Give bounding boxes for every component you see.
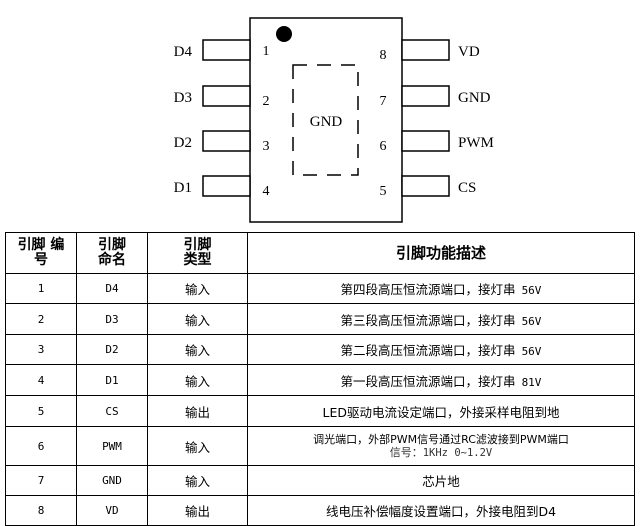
pin-pad-7 bbox=[401, 85, 450, 107]
cell-pin-description: LED驱动电流设定端口，外接采样电阻到地 bbox=[247, 395, 635, 427]
pin-number: 7 bbox=[380, 94, 387, 109]
cell-pin-name: CS bbox=[76, 395, 148, 427]
cell-pin-type: 输入 bbox=[147, 303, 248, 335]
pin-pad-5 bbox=[401, 175, 450, 197]
pin-pad-8 bbox=[401, 39, 450, 61]
cell-pin-type: 输入 bbox=[147, 465, 248, 496]
left-pins: D4 D3 D2 D1 1 2 3 4 bbox=[174, 39, 270, 199]
cell-pin-name: GND bbox=[76, 465, 148, 496]
table-row: 5 CS 输出 LED驱动电流设定端口，外接采样电阻到地 bbox=[5, 395, 635, 427]
pin-number: 8 bbox=[380, 48, 387, 63]
pin-pad-1 bbox=[202, 39, 251, 61]
cell-pin-description: 线电压补偿幅度设置端口，外接电阻到D4 bbox=[247, 495, 635, 526]
cell-pin-description: 调光端口，外部PWM信号通过RC滤波接到PWM端口 信号：1KHz 0~1.2V bbox=[247, 426, 635, 466]
cell-pin-name: VD bbox=[76, 495, 148, 526]
cell-pin-number: 5 bbox=[5, 395, 77, 427]
pin-description-table: 引脚 编 号 引脚 命名 引脚 类型 引脚功能描述 1 D4 输入 第四段高压恒… bbox=[5, 232, 635, 526]
pin-name-right: CS bbox=[458, 180, 476, 196]
cell-pin-type: 输入 bbox=[147, 426, 248, 466]
exposed-pad-label: GND bbox=[310, 114, 343, 130]
pin-number: 5 bbox=[380, 184, 387, 199]
header-pin-description: 引脚功能描述 bbox=[247, 232, 635, 274]
pin-name-left: D1 bbox=[174, 180, 192, 196]
cell-pin-name: D3 bbox=[76, 303, 148, 335]
pin-number: 1 bbox=[263, 44, 270, 59]
pin-number: 6 bbox=[380, 139, 387, 154]
table-row: 8 VD 输出 线电压补偿幅度设置端口，外接电阻到D4 bbox=[5, 495, 635, 526]
cell-pin-type: 输入 bbox=[147, 273, 248, 304]
table-header-row: 引脚 编 号 引脚 命名 引脚 类型 引脚功能描述 bbox=[5, 232, 635, 274]
pin-name-right: GND bbox=[458, 90, 491, 106]
pin-name-right: VD bbox=[458, 44, 480, 60]
cell-pin-number: 2 bbox=[5, 303, 77, 335]
table-row: 6 PWM 输入 调光端口，外部PWM信号通过RC滤波接到PWM端口 信号：1K… bbox=[5, 426, 635, 466]
cell-pin-number: 8 bbox=[5, 495, 77, 526]
cell-pin-number: 7 bbox=[5, 465, 77, 496]
cell-pin-number: 3 bbox=[5, 334, 77, 365]
pin1-marker-dot bbox=[276, 26, 292, 42]
pin-number: 4 bbox=[263, 184, 270, 199]
pin-pad-6 bbox=[401, 130, 450, 152]
pin-pad-2 bbox=[202, 85, 251, 107]
header-pin-number: 引脚 编 号 bbox=[5, 232, 77, 274]
chip-body bbox=[249, 17, 403, 223]
chip-pinout-diagram: GND D4 D3 D2 D1 1 2 3 4 VD GND PWM CS 8 … bbox=[174, 17, 494, 223]
cell-pin-type: 输入 bbox=[147, 334, 248, 365]
cell-pin-name: PWM bbox=[76, 426, 148, 466]
cell-pin-type: 输出 bbox=[147, 395, 248, 427]
pin-number: 2 bbox=[263, 94, 270, 109]
cell-pin-type: 输出 bbox=[147, 495, 248, 526]
cell-pin-number: 6 bbox=[5, 426, 77, 466]
header-pin-type: 引脚 类型 bbox=[147, 232, 248, 274]
cell-pin-number: 1 bbox=[5, 273, 77, 304]
pin-number: 3 bbox=[263, 139, 270, 154]
right-pins: VD GND PWM CS 8 7 6 5 bbox=[380, 39, 494, 199]
cell-pin-type: 输入 bbox=[147, 364, 248, 396]
cell-pin-name: D2 bbox=[76, 334, 148, 365]
pin-name-left: D4 bbox=[174, 44, 193, 60]
table-row: 7 GND 输入 芯片地 bbox=[5, 465, 635, 496]
pin-pad-3 bbox=[202, 130, 251, 152]
exposed-pad bbox=[292, 64, 359, 176]
cell-pin-name: D4 bbox=[76, 273, 148, 304]
cell-pin-description: 芯片地 bbox=[247, 465, 635, 496]
pin-pad-4 bbox=[202, 175, 251, 197]
pin-name-right: PWM bbox=[458, 135, 494, 151]
cell-pin-name: D1 bbox=[76, 364, 148, 396]
cell-pin-number: 4 bbox=[5, 364, 77, 396]
pin-name-left: D2 bbox=[174, 135, 192, 151]
header-pin-name: 引脚 命名 bbox=[76, 232, 148, 274]
pin-name-left: D3 bbox=[174, 90, 192, 106]
